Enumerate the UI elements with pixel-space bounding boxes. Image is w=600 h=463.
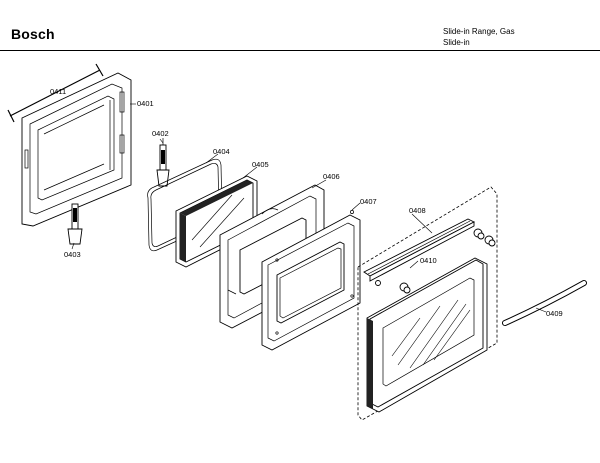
part-outer-door-glass[interactable]: [366, 257, 488, 413]
part-0408-top-trim[interactable]: [363, 218, 475, 282]
part-0402-hinge[interactable]: [156, 138, 170, 187]
label-0409: 0409: [546, 309, 563, 318]
model-line-1: Slide-in Range, Gas: [443, 27, 515, 36]
label-0404: 0404: [213, 147, 230, 156]
label-0410: 0410: [420, 256, 437, 265]
part-0409-handle[interactable]: [502, 280, 587, 326]
part-0401-door-frame[interactable]: [21, 72, 132, 227]
label-0407: 0407: [360, 197, 377, 206]
model-description: Slide-in Range, Gas Slide-in: [443, 26, 515, 48]
outer-door-assembly-outline: [357, 186, 498, 421]
label-0408: 0408: [409, 206, 426, 215]
leader-lines: [71, 103, 547, 313]
part-0410-vent-clips[interactable]: [375, 228, 496, 294]
label-0405: 0405: [252, 160, 269, 169]
dimension-line-0411: [7, 63, 104, 123]
label-0406: 0406: [323, 172, 340, 181]
part-0403-hinge[interactable]: [67, 203, 83, 245]
model-line-2: Slide-in: [443, 38, 470, 47]
label-0411: 0411: [50, 87, 66, 96]
part-0405-glass-pack[interactable]: [175, 175, 258, 268]
brand-name: Bosch: [11, 26, 55, 42]
label-0401: 0401: [137, 99, 154, 108]
part-0407-window-frame[interactable]: [261, 210, 361, 351]
header-rule: [0, 50, 600, 51]
label-0402: 0402: [152, 129, 169, 138]
label-0403: 0403: [64, 250, 81, 259]
